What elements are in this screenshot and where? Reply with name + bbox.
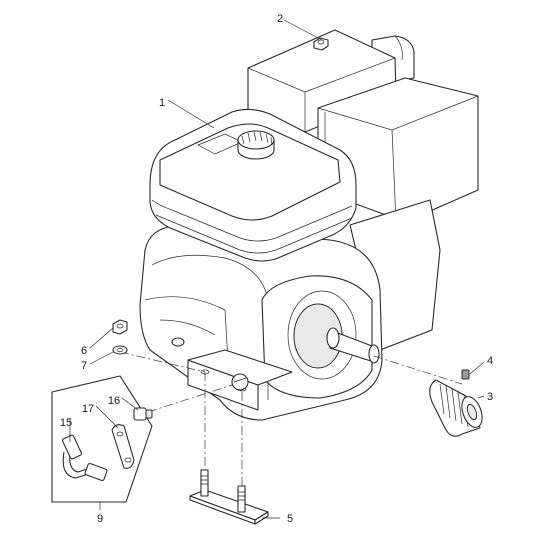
nut-part-6 xyxy=(112,319,128,335)
callout-labels: 1 2 3 4 5 6 7 9 15 16 17 xyxy=(60,13,493,525)
kit-box-part-9 xyxy=(51,375,153,503)
nut-part-2 xyxy=(313,37,329,51)
shaft-coupling-part-3 xyxy=(429,379,483,437)
fuel-tank xyxy=(149,108,357,262)
set-screw-part-4 xyxy=(461,369,470,380)
air-cleaner-assembly xyxy=(247,29,479,223)
callout-2: 2 xyxy=(277,13,283,25)
callout-6: 6 xyxy=(81,345,87,357)
engine-crankcase xyxy=(139,199,441,421)
assembly-center-lines xyxy=(119,351,463,502)
callout-9: 9 xyxy=(97,513,103,525)
callout-15: 15 xyxy=(60,417,72,429)
callout-4: 4 xyxy=(487,355,493,367)
washer-part-7 xyxy=(112,345,128,355)
callout-5: 5 xyxy=(287,513,293,525)
callout-3: 3 xyxy=(487,391,493,403)
callout-16: 16 xyxy=(108,395,120,407)
leader-lines xyxy=(69,19,485,519)
callout-17: 17 xyxy=(82,403,94,415)
callout-1: 1 xyxy=(159,97,165,109)
callout-7: 7 xyxy=(81,360,87,372)
bolt-plate-part-5 xyxy=(189,469,269,525)
